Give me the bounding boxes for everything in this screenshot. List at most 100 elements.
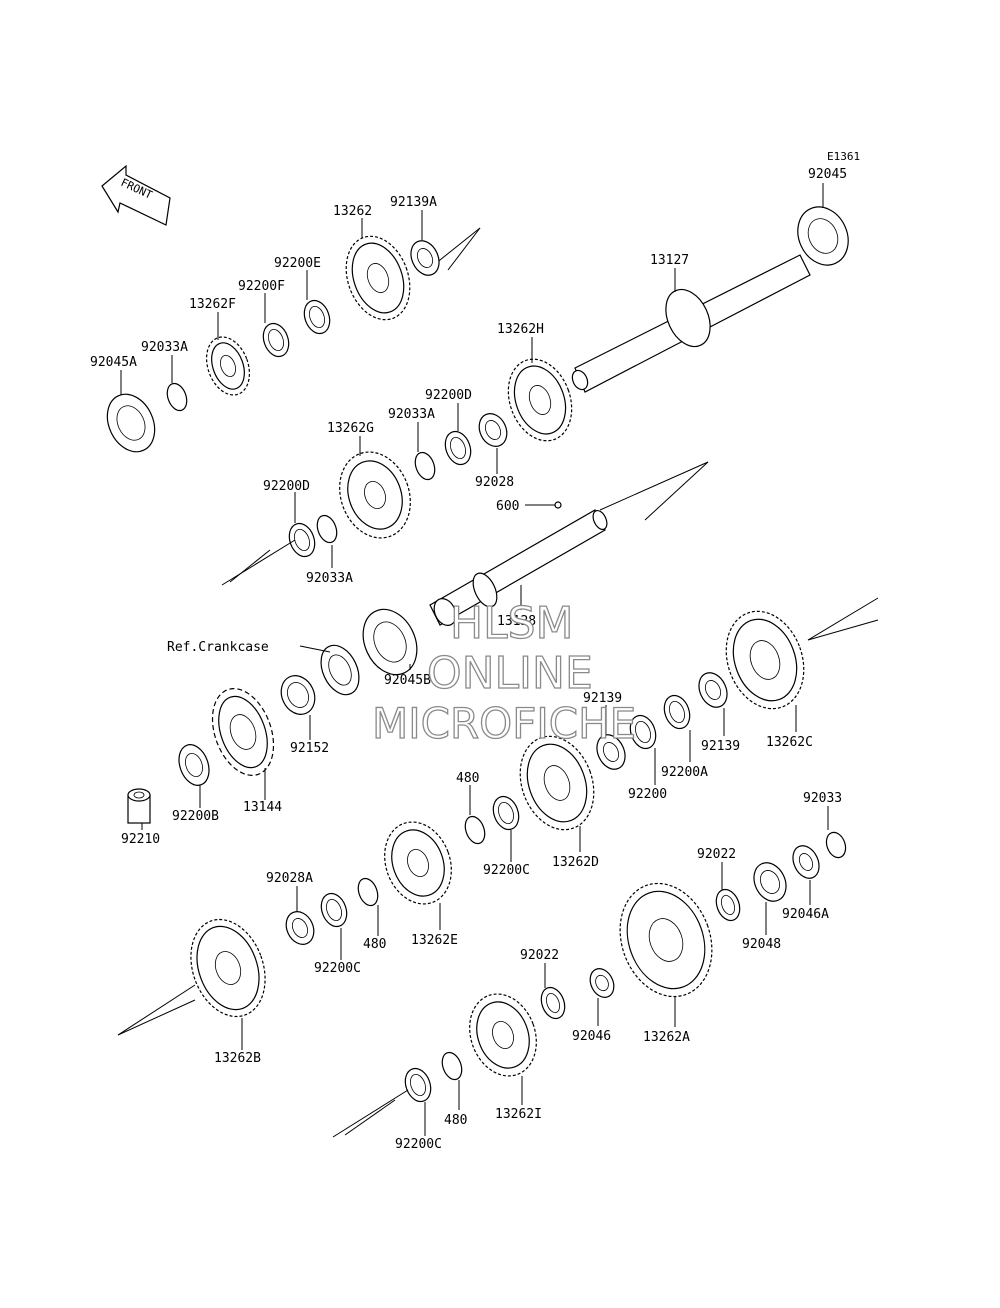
nut-92210	[127, 788, 151, 824]
bushing-92028A	[285, 911, 315, 945]
label-92022-1: 92022	[697, 847, 736, 862]
circlip-92033	[825, 831, 847, 859]
shaft-13128	[429, 509, 608, 626]
label-92200C-3: 92200C	[395, 1137, 442, 1152]
label-92200B: 92200B	[172, 809, 219, 824]
label-13144: 13144	[243, 800, 282, 815]
label-92152: 92152	[290, 741, 329, 756]
label-13262H: 13262H	[497, 322, 544, 337]
washer-92022-1	[715, 888, 741, 922]
diagram-id: E1361	[827, 150, 860, 163]
label-13262D: 13262D	[552, 855, 599, 870]
washer-92200C-3	[404, 1067, 432, 1103]
label-600: 600	[496, 499, 519, 514]
washer-92200C-1	[492, 795, 520, 831]
gear-13262	[345, 235, 411, 321]
gear-13262G	[339, 451, 411, 539]
label-92210: 92210	[121, 832, 160, 847]
label-92200D-2: 92200D	[263, 479, 310, 494]
leader-lines	[120, 183, 829, 1136]
gear-13262D	[519, 735, 595, 831]
label-92033: 92033	[803, 791, 842, 806]
label-92048: 92048	[742, 937, 781, 952]
circlip-480-3	[441, 1051, 463, 1081]
watermark-line-2: ONLINE	[427, 648, 593, 699]
label-92046: 92046	[572, 1029, 611, 1044]
label-13262E: 13262E	[411, 933, 458, 948]
needle-bearing-92046A	[792, 845, 820, 879]
oil-seal	[320, 644, 360, 696]
washer-92200C-2	[320, 892, 348, 928]
collar-92152	[280, 675, 316, 715]
circlip-92033A-1	[166, 382, 188, 412]
label-92045: 92045	[808, 167, 847, 182]
needle-bearing-92139A	[410, 240, 440, 276]
label-92033A-1: 92033A	[141, 340, 188, 355]
front-arrow-icon: FRONT	[101, 164, 171, 226]
washer-92200E	[303, 299, 331, 335]
washer-92022-2	[540, 986, 566, 1020]
assembly-marker	[554, 501, 562, 509]
label-13262: 13262	[333, 204, 372, 219]
label-92045B: 92045B	[384, 673, 431, 688]
label-13127: 13127	[650, 253, 689, 268]
gear-13262B	[190, 918, 266, 1018]
label-13262B: 13262B	[214, 1051, 261, 1066]
circlip-92033A-2	[414, 451, 436, 481]
circlip-92033A-3	[316, 514, 338, 544]
label-480-2: 480	[363, 937, 386, 952]
label-92200E: 92200E	[274, 256, 321, 271]
part-labels: 92045 13127 92139A 13262 92200E 92200F 1…	[90, 167, 847, 1152]
sprocket-13144	[211, 688, 275, 776]
label-13262G: 13262G	[327, 421, 374, 436]
label-13262C: 13262C	[766, 735, 813, 750]
label-92139A: 92139A	[390, 195, 437, 210]
shaft-13127	[571, 254, 811, 393]
gear-13262A	[619, 882, 713, 998]
washer-92200A	[663, 694, 691, 730]
watermark-line-1: HLSM	[450, 598, 574, 649]
watermark: HLSM ONLINE MICROFICHE	[371, 597, 636, 748]
label-92033A-3: 92033A	[306, 571, 353, 586]
label-92139-2: 92139	[701, 739, 740, 754]
label-92045A: 92045A	[90, 355, 137, 370]
label-92200D-1: 92200D	[425, 388, 472, 403]
gear-13262H	[507, 358, 573, 442]
needle-bearing-92046	[589, 968, 615, 998]
label-92046A: 92046A	[782, 907, 829, 922]
label-ref-crankcase: Ref.Crankcase	[167, 640, 269, 655]
watermark-line-3: MICROFICHE	[372, 699, 636, 748]
label-13128: 13128	[497, 614, 536, 629]
label-480-3: 480	[444, 1113, 467, 1128]
label-92200: 92200	[628, 787, 667, 802]
label-92200C-1: 92200C	[483, 863, 530, 878]
bearing-92045A	[106, 393, 156, 453]
washer-92200F	[262, 322, 290, 358]
label-13262A: 13262A	[643, 1030, 690, 1045]
circlip-480-2	[357, 877, 379, 907]
label-92033A-2: 92033A	[388, 407, 435, 422]
circlip-480-1	[464, 815, 486, 845]
washer-92200D-1	[444, 430, 472, 466]
gear-13262E	[384, 821, 452, 905]
label-92139: 92139	[583, 691, 622, 706]
bearing-92045B	[362, 608, 418, 676]
label-92200F: 92200F	[238, 279, 285, 294]
label-92028: 92028	[475, 475, 514, 490]
washer-92200	[629, 714, 657, 750]
label-92200C-2: 92200C	[314, 961, 361, 976]
label-92022-2: 92022	[520, 948, 559, 963]
needle-bearing-92139	[596, 734, 626, 770]
needle-bearing-92139-2	[698, 672, 728, 708]
bearing-92045	[797, 206, 849, 266]
washer-92200B	[178, 744, 210, 786]
label-480-1: 480	[456, 771, 479, 786]
label-13262I: 13262I	[495, 1107, 542, 1122]
bushing-92028	[478, 413, 508, 447]
label-92028A: 92028A	[266, 871, 313, 886]
label-92200A: 92200A	[661, 765, 708, 780]
gear-13262I	[469, 993, 537, 1077]
bushing-92048	[753, 862, 787, 902]
washer-92200D-2	[288, 522, 316, 558]
